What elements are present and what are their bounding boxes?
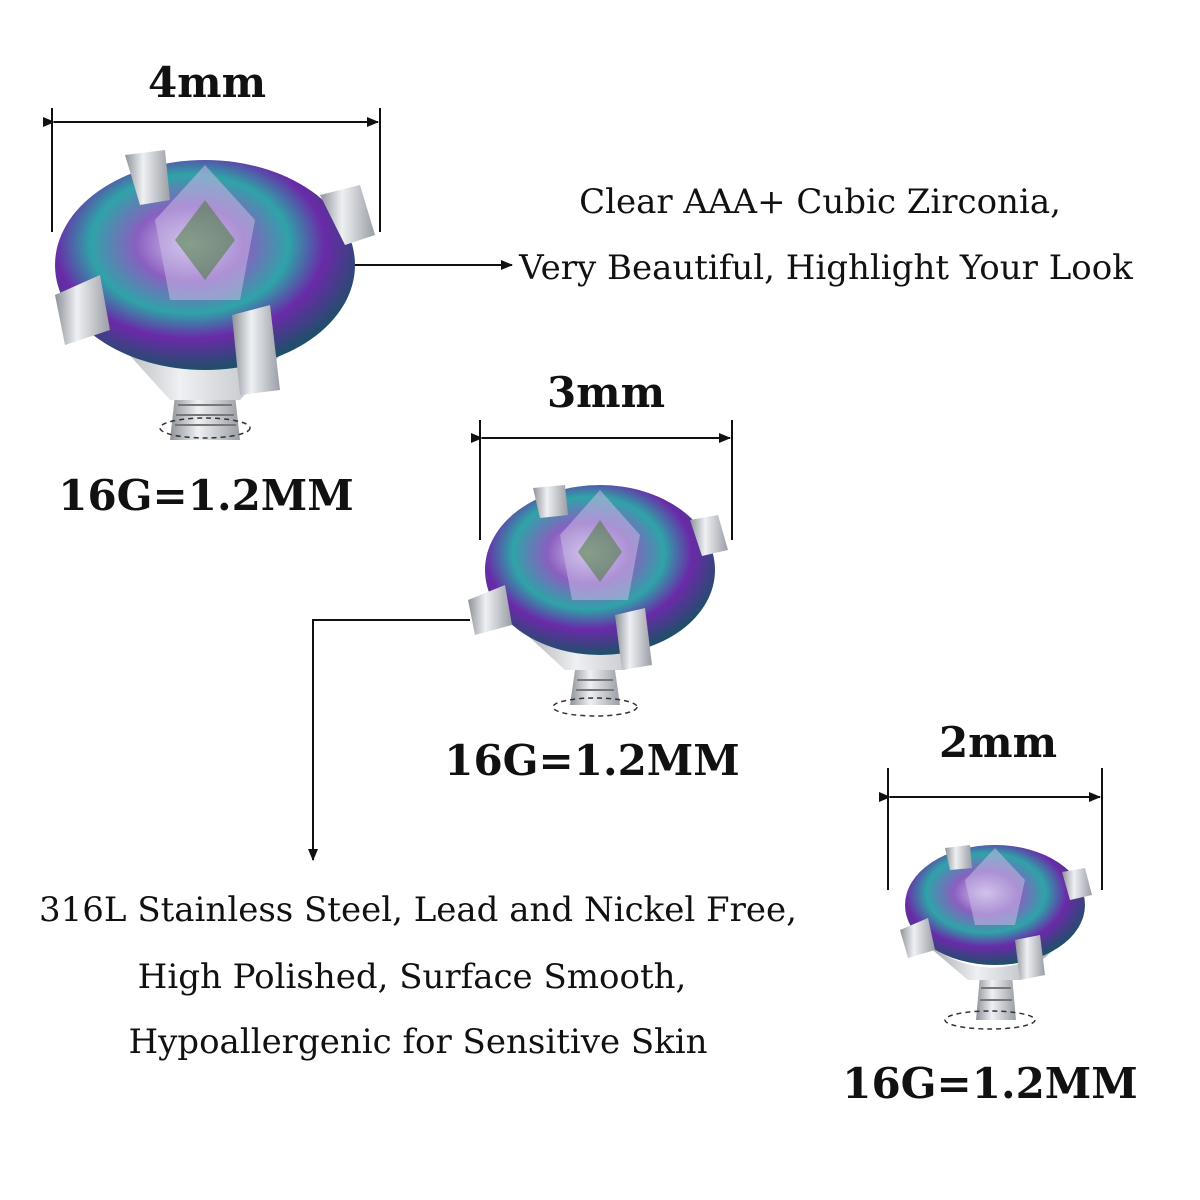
gauge-label-4mm: 16G=1.2MM bbox=[58, 471, 354, 520]
size-label-2mm: 2mm bbox=[938, 718, 1058, 767]
dimension-4mm bbox=[43, 108, 381, 232]
steel-callout-arrow bbox=[308, 619, 470, 861]
dimension-3mm bbox=[471, 420, 733, 540]
stud-2mm-image bbox=[900, 845, 1092, 1030]
steel-feature-line-1: 316L Stainless Steel, Lead and Nickel Fr… bbox=[39, 890, 797, 930]
dimension-2mm bbox=[879, 768, 1103, 890]
size-label-4mm: 4mm bbox=[147, 58, 267, 107]
stud-4mm-image bbox=[55, 150, 375, 440]
size-label-3mm: 3mm bbox=[546, 368, 666, 417]
stud-3mm-image bbox=[468, 485, 728, 717]
steel-feature-line-3: Hypoallergenic for Sensitive Skin bbox=[128, 1022, 708, 1062]
gem-feature-line-1: Clear AAA+ Cubic Zirconia, bbox=[579, 182, 1061, 222]
steel-feature-line-2: High Polished, Surface Smooth, bbox=[137, 957, 687, 997]
gem-feature-line-2: Very Beautiful, Highlight Your Look bbox=[519, 248, 1133, 288]
gauge-label-3mm: 16G=1.2MM bbox=[444, 736, 740, 785]
gauge-label-2mm: 16G=1.2MM bbox=[842, 1059, 1138, 1108]
